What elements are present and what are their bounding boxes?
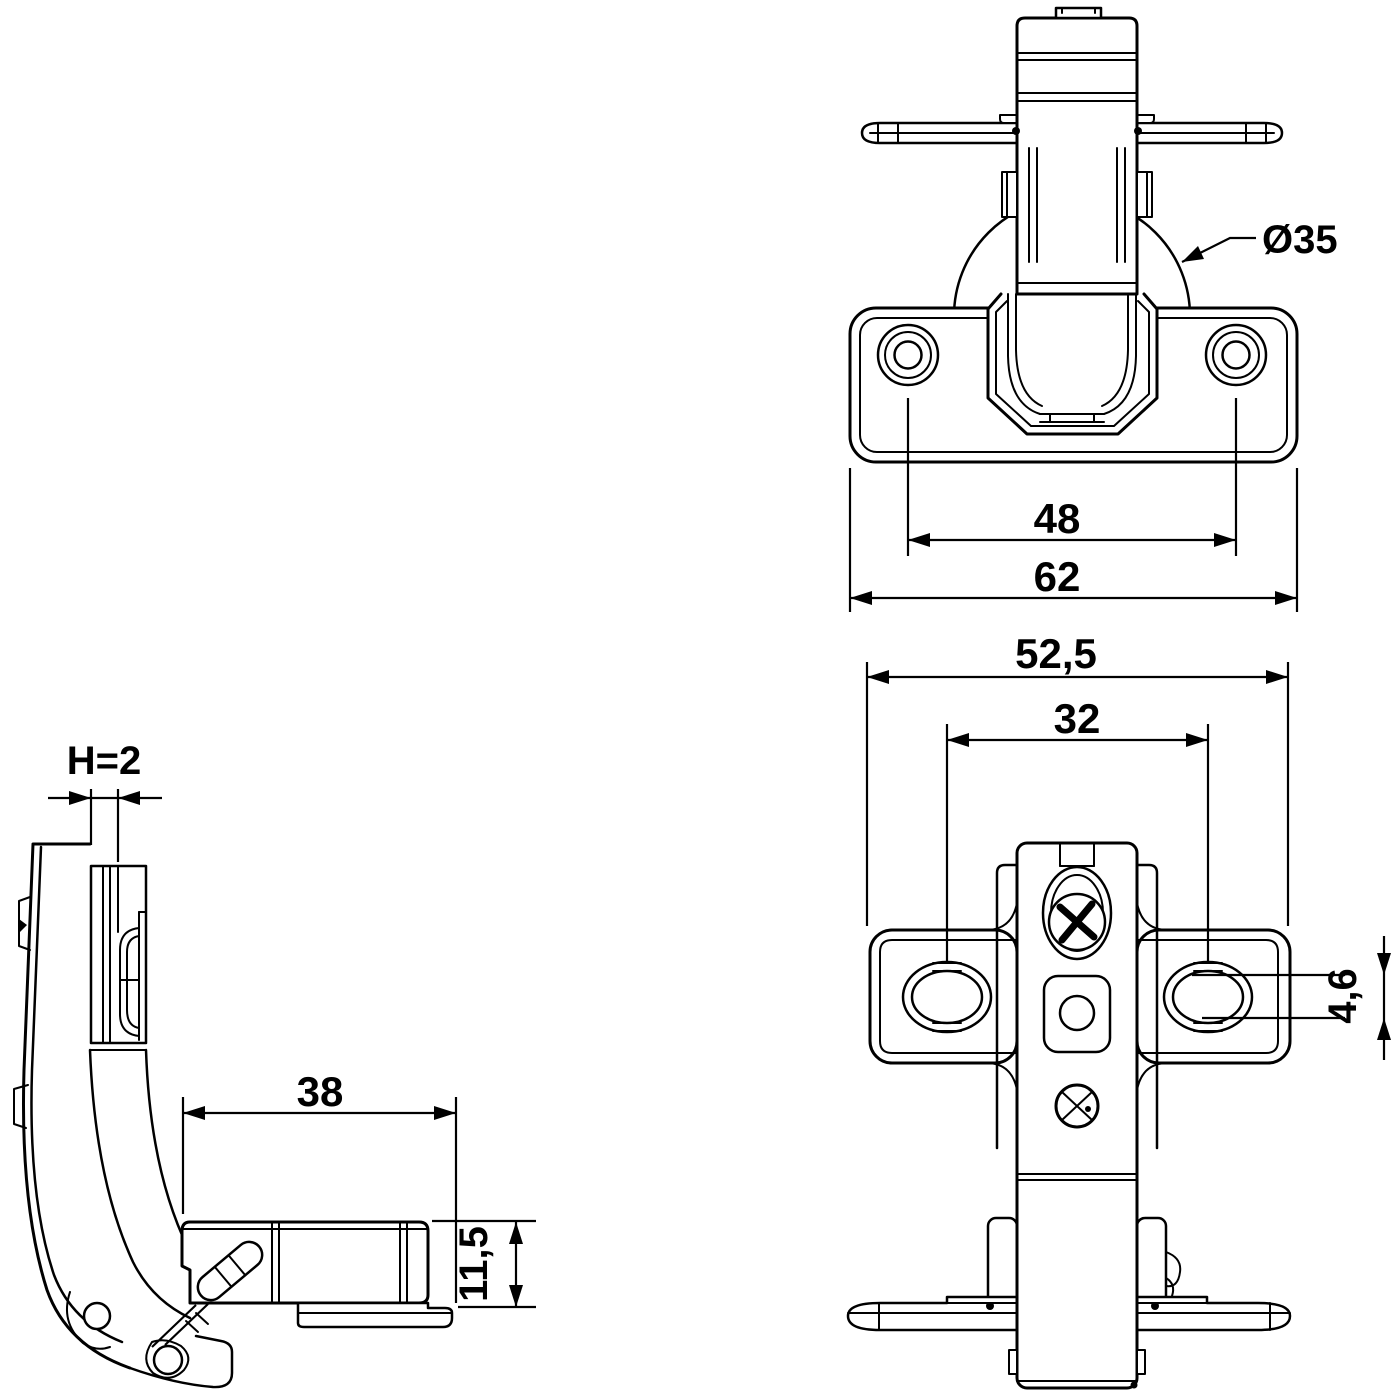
front-wings bbox=[860, 114, 1284, 145]
plate-shoulder-right bbox=[1135, 863, 1159, 1150]
pivot-dot-left bbox=[1012, 127, 1020, 135]
pivot-circle-2 bbox=[152, 1344, 184, 1376]
dim-arm-length-38: 38 bbox=[181, 1068, 458, 1303]
dim-hole-spacing-32-label: 32 bbox=[1054, 695, 1101, 742]
link-tick-1 bbox=[185, 1320, 199, 1333]
arm-top-tab bbox=[1054, 6, 1103, 20]
dim-slot-width-4-6: 4,6 bbox=[1192, 936, 1391, 1060]
pivot-circle-1 bbox=[82, 1301, 112, 1331]
cup-taper-left-inner bbox=[1015, 293, 1043, 407]
dim-plate-width-52-5-label: 52,5 bbox=[1015, 630, 1097, 677]
dim-hole-spacing-32: 32 bbox=[945, 695, 1210, 961]
adjustment-screw-bottom bbox=[1054, 1083, 1100, 1129]
dim-arm-length-38-label: 38 bbox=[297, 1068, 344, 1115]
dim-cup-diameter-label: Ø35 bbox=[1262, 218, 1338, 262]
plate-central-bar bbox=[1015, 841, 1139, 1390]
elbow-arc bbox=[66, 1291, 111, 1350]
dim-plate-height-h2: H=2 bbox=[48, 739, 162, 862]
plate-dot-left bbox=[986, 1302, 994, 1310]
spring-curl-1 bbox=[1165, 1251, 1182, 1288]
dim-cup-diameter: Ø35 bbox=[1181, 218, 1338, 263]
link-bar-1 bbox=[151, 1304, 197, 1348]
cup-spring-bracket bbox=[119, 911, 147, 1041]
flange-screw-hole-right bbox=[1204, 323, 1268, 387]
hinge-arm-body bbox=[1015, 16, 1139, 296]
dim-arm-height-11-5-label: 11,5 bbox=[452, 1226, 496, 1302]
cup-octagon-inner bbox=[995, 300, 1150, 427]
cup-taper-right bbox=[1103, 293, 1137, 415]
cup-taper-left bbox=[1007, 293, 1041, 415]
arm-side-tab-right bbox=[1136, 171, 1153, 218]
spring-curl-2 bbox=[1165, 1277, 1175, 1297]
adjustment-screw-top bbox=[1041, 865, 1113, 961]
dim-flange-width-62-label: 62 bbox=[1034, 553, 1081, 600]
plate-arm-right bbox=[1135, 902, 1292, 1091]
link-bar-2 bbox=[164, 1303, 209, 1346]
foot-outline bbox=[128, 1334, 234, 1389]
bottom-wing-right bbox=[1130, 1295, 1292, 1332]
bottom-wing-left bbox=[846, 1295, 1024, 1332]
dim-plate-height-h2-label: H=2 bbox=[67, 739, 142, 783]
foot-lobe bbox=[145, 1339, 190, 1379]
mounting-plate-view: 52,5 32 4,6 bbox=[846, 630, 1391, 1390]
dim-slot-width-4-6-label: 4,6 bbox=[1321, 968, 1365, 1024]
pivot-dot-right bbox=[1134, 127, 1142, 135]
bar-tab-right bbox=[1136, 1349, 1146, 1375]
leader-arrowhead bbox=[1182, 246, 1204, 262]
plate-dot-right bbox=[1151, 1302, 1159, 1310]
cup-taper-right-inner bbox=[1101, 293, 1129, 407]
door-clip-bottom bbox=[13, 1084, 29, 1129]
plate-shoulder-left bbox=[995, 863, 1019, 1150]
dim-arm-height-11-5: 11,5 bbox=[432, 1219, 536, 1309]
dim-hole-spacing-48-label: 48 bbox=[1034, 495, 1081, 542]
lever-curve-outer bbox=[88, 1048, 192, 1320]
dim-flange-width-62: 62 bbox=[848, 468, 1299, 612]
door-clip-dot bbox=[19, 919, 27, 933]
side-view: H=2 38 11,5 bbox=[13, 739, 536, 1389]
arm-slot-capsule bbox=[196, 1240, 264, 1302]
front-view: Ø35 48 62 bbox=[848, 6, 1338, 612]
dim-plate-width-52-5: 52,5 bbox=[865, 630, 1290, 926]
plate-slot-right bbox=[1162, 960, 1254, 1034]
plate-slot-left bbox=[901, 960, 993, 1034]
dim-hole-spacing-48: 48 bbox=[906, 398, 1238, 556]
arm-side-tab-left bbox=[1001, 171, 1018, 218]
arm-lower-flange bbox=[296, 1301, 454, 1329]
flange-screw-hole-left bbox=[876, 323, 940, 387]
link-tick-2 bbox=[195, 1312, 209, 1325]
plate-dot-bottom bbox=[1130, 1381, 1138, 1389]
plate-arm-left bbox=[868, 902, 1019, 1091]
plate-square-hole-circle bbox=[1058, 994, 1096, 1032]
bar-tab-left bbox=[1008, 1349, 1018, 1375]
